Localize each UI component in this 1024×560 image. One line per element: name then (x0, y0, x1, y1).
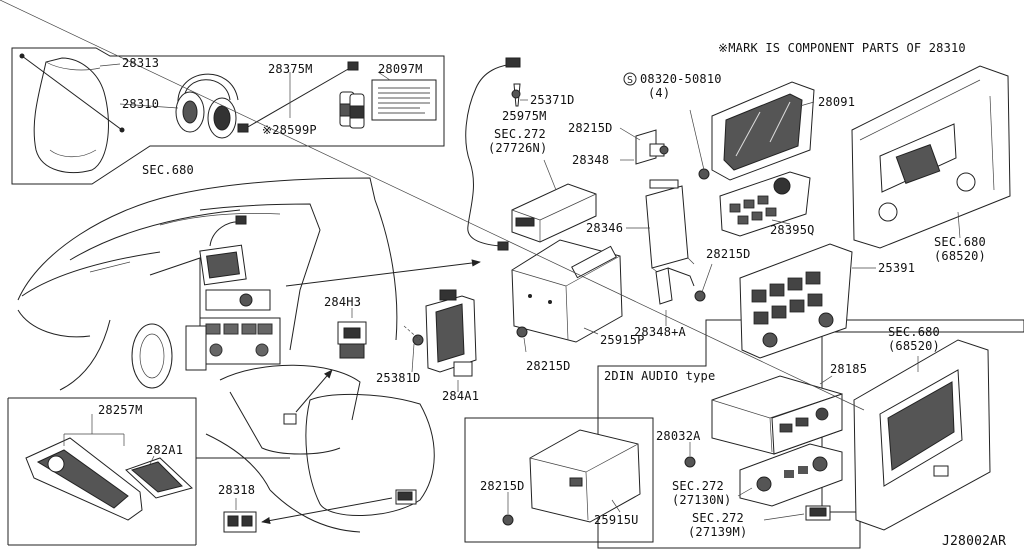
label-28257m: 28257M (98, 403, 143, 417)
switch-27139m-illustration (805, 505, 831, 521)
remote-control-illustration (25, 437, 143, 521)
switch-284h3-illustration (337, 321, 367, 359)
label-sec272-b: SEC.272 (672, 479, 724, 493)
label-08320-qty: (4) (648, 86, 671, 100)
cable-illustration (237, 61, 359, 133)
label-28348: 28348 (572, 153, 610, 167)
remote-frame (8, 397, 290, 459)
label-28097m: 28097M (378, 62, 423, 76)
label-28310: 28310 (122, 97, 160, 111)
label-sec680-right: SEC.680 (934, 235, 986, 249)
label-25975m: 25975M (502, 109, 547, 123)
accessories-frame (11, 47, 445, 185)
label-sec680-low: SEC.680 (888, 325, 940, 339)
head-unit-case-25915p-illustration (511, 239, 623, 343)
label-28215d-d: 28215D (480, 479, 525, 493)
battery-cover-illustration (125, 457, 193, 499)
label-25381d: 25381D (376, 371, 421, 385)
label-28375m: 28375M (268, 62, 313, 76)
label-sec680-low-ref: (68520) (888, 339, 940, 353)
component-note: ※MARK IS COMPONENT PARTS OF 28310 (718, 41, 966, 55)
label-284h3: 284H3 (324, 295, 362, 309)
control-panel-28395q-illustration (719, 171, 811, 237)
bracket-28346-illustration (645, 179, 695, 275)
label-282a1: 282A1 (146, 443, 184, 457)
bezel-68520-upper-illustration (851, 65, 1011, 249)
label-25391: 25391 (878, 261, 916, 275)
label-28185: 28185 (830, 362, 868, 376)
label-28318: 28318 (218, 483, 256, 497)
label-sec272-a: SEC.272 (494, 127, 546, 141)
bracket-28348a-illustration (655, 267, 695, 305)
headphones-illustration (175, 73, 239, 139)
panel-25391-illustration (739, 243, 853, 359)
label-28032a: 28032A (656, 429, 701, 443)
label-28215d-a: 28215D (568, 121, 613, 135)
label-sec680-top: SEC.680 (142, 163, 194, 177)
headphone-bag-illustration (19, 53, 125, 173)
label-sec272-b-ref: (27130N) (672, 493, 732, 507)
label-sec272-a-ref: (27726N) (488, 141, 548, 155)
dashboard-illustration (17, 177, 435, 533)
label-25915u: 25915U (594, 513, 639, 527)
label-28348a: 28348+A (634, 325, 686, 339)
label-sec272-c-ref: (27139M) (688, 525, 748, 539)
label-sec680-right-ref: (68520) (934, 249, 986, 263)
label-28599p: ※28599P (262, 123, 317, 137)
label-sec272-c: SEC.272 (692, 511, 744, 525)
connector-28318-illustration (223, 489, 417, 533)
circled-s-icon: S (623, 72, 637, 86)
diagram-id: J28002AR (942, 534, 1007, 549)
bezel-68520-lower-illustration (0, 0, 991, 531)
control-unit-284a1-illustration (425, 289, 477, 377)
svg-text:S: S (627, 75, 633, 86)
control-panel-27130n-illustration (739, 443, 843, 507)
label-28091: 28091 (818, 95, 856, 109)
label-25371d: 25371D (530, 93, 575, 107)
bracket-28348-illustration (635, 129, 669, 165)
module-27726n-illustration (511, 183, 597, 243)
label-08320: 08320-50810 (640, 72, 722, 86)
label-sticker-illustration (371, 79, 437, 121)
label-28346: 28346 (586, 221, 624, 235)
case-25915u-illustration (529, 429, 641, 523)
audio-type-label: 2DIN AUDIO type (604, 369, 716, 383)
head-unit-28185-illustration (711, 375, 843, 455)
antenna-cable-illustration (465, 57, 521, 251)
label-284a1: 284A1 (442, 389, 480, 403)
label-28215d-b: 28215D (706, 247, 751, 261)
label-25915p: 25915P (600, 333, 645, 347)
label-28395q: 28395Q (770, 223, 815, 237)
label-28313: 28313 (122, 56, 160, 70)
battery-illustration (339, 91, 365, 129)
label-28215d-c: 28215D (526, 359, 571, 373)
display-28091-illustration (711, 81, 815, 181)
